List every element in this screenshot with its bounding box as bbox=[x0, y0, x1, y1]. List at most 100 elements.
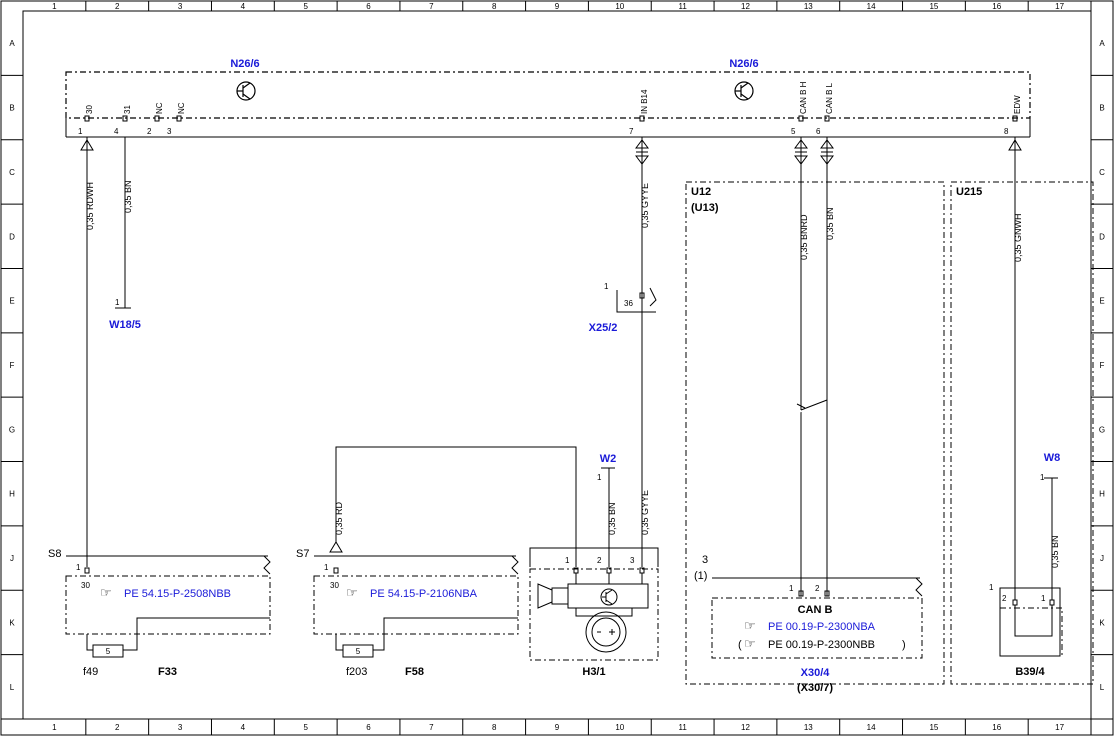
w8-pin: 1 bbox=[1040, 473, 1045, 482]
s8-pin-30: 30 bbox=[81, 581, 90, 590]
grid-column-label: 2 bbox=[115, 723, 120, 732]
grid-row-label: C bbox=[1099, 168, 1105, 177]
grid-column-label: 9 bbox=[555, 2, 560, 11]
open-paren: ( bbox=[738, 639, 742, 651]
grid-row-label: C bbox=[9, 168, 15, 177]
s8-pin-1: 1 bbox=[76, 563, 81, 572]
can-pin-2: 2 bbox=[815, 584, 820, 593]
grid-row-label: D bbox=[1099, 232, 1105, 241]
grid-row-label: B bbox=[9, 104, 14, 113]
h3-pin-2: 2 bbox=[597, 556, 602, 565]
x25-pin-1: 1 bbox=[604, 282, 609, 291]
grid-column-label: 16 bbox=[992, 723, 1001, 732]
n26-6-label-right[interactable]: N26/6 bbox=[729, 58, 758, 70]
n26-6-label-left[interactable]: N26/6 bbox=[230, 58, 259, 70]
f33-label: F33 bbox=[158, 666, 177, 678]
wire-label: 0,35 BNRD bbox=[799, 214, 809, 260]
pin-number: 8 bbox=[1004, 127, 1009, 136]
f33-reference-link[interactable]: PE 54.15-P-2508NBB bbox=[124, 588, 231, 600]
pin-name: EDW bbox=[1013, 95, 1022, 114]
wire-label: 0,35 BN bbox=[607, 502, 617, 535]
wire-label: 0,35 RDWH bbox=[85, 182, 95, 230]
grid-row-label: E bbox=[9, 297, 14, 306]
wire-labels: 0,35 RDWH 0,35 BN 0,35 GYYE 0,35 BNRD 0,… bbox=[85, 180, 1060, 568]
h3-1-label: H3/1 bbox=[582, 666, 605, 678]
pin-number: 7 bbox=[629, 127, 634, 136]
grid-column-label: 1 bbox=[52, 2, 57, 11]
f58-label: F58 bbox=[405, 666, 424, 678]
u12-pin-1: (1) bbox=[694, 570, 707, 582]
grid-column-label: 3 bbox=[178, 2, 183, 11]
x30-4-link[interactable]: X30/4 bbox=[801, 667, 831, 679]
fuse-rating: 5 bbox=[356, 647, 361, 656]
grid-column-label: 1 bbox=[52, 723, 57, 732]
grid-column-label: 12 bbox=[741, 723, 750, 732]
pin-name: CAN B H bbox=[799, 81, 808, 114]
s7-pin-30: 30 bbox=[330, 581, 339, 590]
can-pin-1: 1 bbox=[789, 584, 794, 593]
arrow-icon bbox=[80, 139, 1022, 553]
grid-row-label: A bbox=[9, 39, 15, 48]
grid-row-label: F bbox=[1100, 361, 1105, 370]
grid-row-label: E bbox=[1099, 297, 1104, 306]
grid-row-label: K bbox=[1099, 618, 1105, 627]
pin-name: IN B14 bbox=[640, 89, 649, 114]
w18-pin: 1 bbox=[115, 298, 120, 307]
wire-label: 0,35 GYYE bbox=[640, 183, 650, 228]
n26-pin-markers bbox=[84, 115, 1018, 122]
grid-column-label: 14 bbox=[867, 2, 876, 11]
grid-row-label: L bbox=[1100, 683, 1105, 692]
grid-column-label: 11 bbox=[678, 723, 687, 732]
grid-row-label: B bbox=[1099, 104, 1104, 113]
grid-column-label: 9 bbox=[555, 723, 560, 732]
n26-6-module bbox=[65, 71, 1031, 138]
h3-pin-3: 3 bbox=[630, 556, 635, 565]
wires bbox=[86, 137, 1058, 600]
grid-row-label: J bbox=[10, 554, 14, 563]
w18-5-link[interactable]: W18/5 bbox=[109, 319, 141, 331]
grid-column-label: 7 bbox=[429, 723, 434, 732]
pointing-hand-icon: ☞ bbox=[346, 585, 358, 600]
x30-7-label: (X30/7) bbox=[797, 682, 833, 694]
s7-label: S7 bbox=[296, 548, 309, 560]
s8-label: S8 bbox=[48, 548, 61, 560]
grid-column-label: 13 bbox=[804, 723, 813, 732]
grid-column-label: 15 bbox=[929, 2, 938, 11]
can-b-label: CAN B bbox=[798, 604, 833, 616]
wire-label: 0,35 BN bbox=[123, 180, 133, 213]
grid-column-label: 12 bbox=[741, 2, 750, 11]
u12-region bbox=[685, 181, 945, 685]
pin-number: 5 bbox=[791, 127, 796, 136]
u12-label: U12 bbox=[691, 186, 711, 198]
grid-column-label: 14 bbox=[867, 723, 876, 732]
b39-pin-1b: 1 bbox=[1041, 594, 1046, 603]
can-reference-2[interactable]: PE 00.19-P-2300NBB bbox=[768, 639, 875, 651]
transistor-icon bbox=[236, 81, 754, 101]
x25-2-connector bbox=[616, 287, 657, 313]
x25-pin-36: 36 bbox=[624, 299, 633, 308]
grid-column-label: 10 bbox=[615, 2, 624, 11]
w2-link[interactable]: W2 bbox=[600, 453, 617, 465]
grid-column-label: 17 bbox=[1055, 723, 1064, 732]
can-reference-link-1[interactable]: PE 00.19-P-2300NBA bbox=[768, 621, 876, 633]
grid-column-label: 13 bbox=[804, 2, 813, 11]
grid-row-label: H bbox=[1099, 490, 1105, 499]
x25-2-link[interactable]: X25/2 bbox=[589, 322, 618, 334]
u215-region bbox=[950, 181, 1094, 685]
wire-label: 0,35 GNWH bbox=[1013, 213, 1023, 262]
f58-reference-link[interactable]: PE 54.15-P-2106NBA bbox=[370, 588, 478, 600]
grid-column-label: 3 bbox=[178, 723, 183, 732]
wire-label: 0,35 BN bbox=[1050, 535, 1060, 568]
pin-number: 3 bbox=[167, 127, 172, 136]
pin-name: 31 bbox=[123, 105, 132, 114]
b39-pin-2: 2 bbox=[1002, 594, 1007, 603]
grid-row-label: D bbox=[9, 232, 15, 241]
grid-row-label: F bbox=[10, 361, 15, 370]
pointing-hand-icon: ☞ bbox=[100, 585, 112, 600]
close-paren: ) bbox=[902, 639, 906, 651]
h3-pin-1: 1 bbox=[565, 556, 570, 565]
n26-pin-numbers: 1 4 2 3 7 5 6 8 bbox=[78, 127, 1009, 136]
w8-link[interactable]: W8 bbox=[1044, 452, 1061, 464]
grid-column-label: 17 bbox=[1055, 2, 1064, 11]
